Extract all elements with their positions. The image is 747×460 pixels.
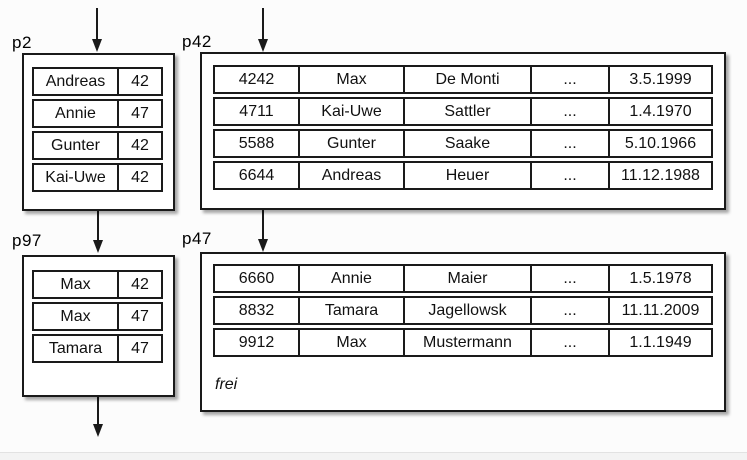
page-label-p2: p2 bbox=[12, 33, 32, 52]
table-cell: ... bbox=[532, 163, 610, 188]
page-label-p47: p47 bbox=[182, 229, 212, 248]
page-label-p42: p42 bbox=[182, 32, 212, 51]
table-cell: 6660 bbox=[215, 266, 300, 291]
table-row: Andreas 42 bbox=[32, 67, 163, 96]
table-cell: 8832 bbox=[215, 298, 300, 323]
table-cell: 47 bbox=[131, 105, 149, 122]
table-cell: ... bbox=[532, 99, 610, 124]
table-row: Annie 47 bbox=[32, 99, 163, 128]
table-cell: ... bbox=[532, 298, 610, 323]
table-cell: Max bbox=[34, 272, 119, 297]
table-cell: 4711 bbox=[215, 99, 300, 124]
table-cell: De Monti bbox=[405, 67, 532, 92]
table-row: Max 47 bbox=[32, 302, 163, 331]
table-cell: Tamara bbox=[300, 298, 405, 323]
arrow-shaft bbox=[262, 210, 264, 240]
arrow-shaft bbox=[262, 8, 264, 40]
table-cell: 3.5.1999 bbox=[629, 71, 692, 88]
table-cell: Gunter bbox=[300, 131, 405, 156]
table-cell: 1.5.1978 bbox=[629, 270, 692, 287]
table-row: Gunter 42 bbox=[32, 131, 163, 160]
table-cell: 47 bbox=[131, 340, 149, 357]
table-cell: 11.11.2009 bbox=[621, 302, 700, 319]
arrow-head bbox=[258, 39, 268, 52]
table-cell: ... bbox=[532, 131, 610, 156]
table-cell: Annie bbox=[300, 266, 405, 291]
down-arrow-icon bbox=[258, 8, 268, 53]
arrow-head bbox=[258, 239, 268, 252]
table-cell: Sattler bbox=[405, 99, 532, 124]
table-cell: ... bbox=[532, 266, 610, 291]
table-cell: Kai-Uwe bbox=[34, 165, 119, 190]
table-cell: 42 bbox=[131, 73, 149, 90]
table-cell: Saake bbox=[405, 131, 532, 156]
down-arrow-icon bbox=[258, 210, 268, 253]
table-cell: Heuer bbox=[405, 163, 532, 188]
table-cell: Mustermann bbox=[405, 330, 532, 355]
arrow-shaft bbox=[97, 397, 99, 425]
table-cell: Max bbox=[300, 330, 405, 355]
table-cell: Max bbox=[34, 304, 119, 329]
table-row: Max 42 bbox=[32, 270, 163, 299]
arrow-head bbox=[93, 240, 103, 253]
arrow-shaft bbox=[97, 211, 99, 241]
table-cell: 42 bbox=[131, 276, 149, 293]
table-cell: 5.10.1966 bbox=[624, 135, 697, 152]
table-cell: 42 bbox=[131, 169, 149, 186]
down-arrow-icon bbox=[92, 8, 102, 53]
table-row: Kai-Uwe 42 bbox=[32, 163, 163, 192]
table-cell: 6644 bbox=[215, 163, 300, 188]
slide-bottom-edge bbox=[0, 452, 747, 460]
table-cell: 4242 bbox=[215, 67, 300, 92]
arrow-shaft bbox=[96, 8, 98, 40]
table-cell: Maier bbox=[405, 266, 532, 291]
table-cell: Kai-Uwe bbox=[300, 99, 405, 124]
table-cell: Gunter bbox=[34, 133, 119, 158]
table-cell: 47 bbox=[131, 308, 149, 325]
table-cell: Andreas bbox=[300, 163, 405, 188]
table-cell: 1.4.1970 bbox=[629, 103, 692, 120]
down-arrow-icon bbox=[93, 397, 103, 438]
arrow-head bbox=[92, 39, 102, 52]
table-cell: 5588 bbox=[215, 131, 300, 156]
table-cell: ... bbox=[532, 330, 610, 355]
table-cell: Tamara bbox=[34, 336, 119, 361]
page-label-p97: p97 bbox=[12, 231, 42, 250]
table-cell: 11.12.1988 bbox=[621, 167, 700, 184]
table-cell: 9912 bbox=[215, 330, 300, 355]
table-row: Tamara 47 bbox=[32, 334, 163, 363]
down-arrow-icon bbox=[93, 211, 103, 254]
table-cell: Andreas bbox=[34, 69, 119, 94]
table-cell: Max bbox=[300, 67, 405, 92]
table-cell: Annie bbox=[34, 101, 119, 126]
arrow-head bbox=[93, 424, 103, 437]
table-cell: 1.1.1949 bbox=[629, 334, 692, 351]
free-space-label: frei bbox=[215, 376, 238, 393]
table-cell: Jagellowsk bbox=[405, 298, 532, 323]
table-cell: 42 bbox=[131, 137, 149, 154]
table-cell: ... bbox=[532, 67, 610, 92]
